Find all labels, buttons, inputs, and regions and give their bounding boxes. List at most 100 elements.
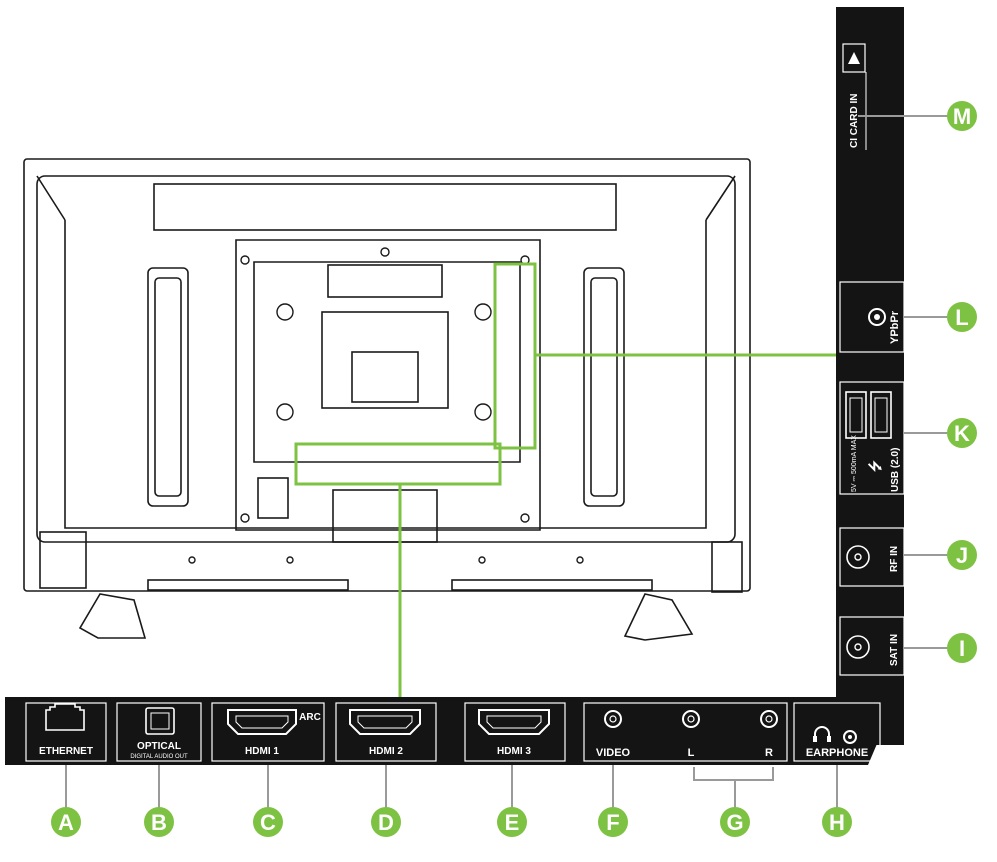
svg-text:D: D: [378, 810, 394, 835]
callout-d: D: [371, 807, 401, 837]
rf-in-jack-icon[interactable]: [846, 545, 870, 569]
rf-in-label: RF IN: [889, 546, 900, 572]
callout-l: L: [947, 302, 977, 332]
video-jack-icon[interactable]: [604, 710, 622, 728]
side-panel-body: [836, 7, 904, 745]
ypbpr-jack-icon[interactable]: [868, 308, 886, 326]
hdmi2-label: HDMI 2: [369, 746, 403, 757]
ci-card-slot[interactable]: [842, 43, 866, 73]
side-port-highlight: [493, 262, 537, 450]
bottom-port-highlight: [294, 442, 502, 486]
bottom-port-panel: ETHERNET OPTICAL DIGITAL AUDIO OUT ARC H…: [5, 697, 888, 765]
video-label: VIDEO: [596, 747, 631, 759]
usb-trident-icon: ⭍: [867, 460, 883, 472]
svg-text:K: K: [954, 421, 970, 446]
earphone-label: EARPHONE: [806, 747, 868, 759]
tv-right-bottom-vent: [451, 579, 653, 591]
callout-a: A: [51, 807, 81, 837]
svg-text:L: L: [955, 305, 968, 330]
audio-r-jack-icon[interactable]: [760, 710, 778, 728]
ypbpr-label: YPbPr: [889, 310, 901, 344]
hdmi2-box: [335, 702, 437, 762]
hdmi1-port-icon[interactable]: [227, 709, 297, 735]
ethernet-label: ETHERNET: [39, 746, 93, 757]
usb-label: USB (2.0): [890, 448, 901, 492]
svg-text:E: E: [505, 810, 520, 835]
tv-power-socket: [257, 477, 289, 519]
highlight-connectors: [294, 262, 838, 698]
svg-text:F: F: [606, 810, 619, 835]
svg-text:B: B: [151, 810, 167, 835]
svg-text:A: A: [58, 810, 74, 835]
earphone-box: [793, 702, 881, 762]
svg-text:G: G: [726, 810, 743, 835]
tv-rating-label: [321, 311, 449, 409]
tv-right-foot-block: [711, 541, 743, 593]
hdmi3-label: HDMI 3: [497, 746, 531, 757]
ci-eject-icon: [848, 52, 860, 64]
side-port-panel: CI CARD IN YPbPr 5V ⎓ 500mA MAX ⭍ USB (2…: [836, 7, 905, 745]
callout-h: H: [822, 807, 852, 837]
sat-in-label: SAT IN: [889, 634, 900, 666]
bottom-panel-body: [5, 697, 888, 765]
svg-text:M: M: [953, 104, 971, 129]
tv-mainboard-plate: [253, 261, 521, 463]
tv-power-housing: [332, 489, 438, 543]
usb-port-1[interactable]: [845, 391, 867, 439]
tv-top-vent: [153, 183, 617, 231]
hdmi3-port-icon[interactable]: [478, 709, 550, 735]
rf-in-box: [839, 527, 905, 587]
sat-in-box: [839, 616, 905, 676]
tv-left-vent: [147, 267, 189, 507]
bottom-callout-leaders: [65, 765, 838, 818]
tv-right-stand: [623, 593, 694, 641]
callout-j: J: [947, 540, 977, 570]
usb-box: [839, 381, 905, 495]
tv-corner-lines: [36, 175, 736, 221]
audio-r-label: R: [765, 747, 773, 759]
optical-sub-label: DIGITAL AUDIO OUT: [130, 754, 188, 760]
tv-outer-frame: [23, 158, 751, 592]
optical-box: [116, 702, 202, 762]
callout-c: C: [253, 807, 283, 837]
tv-left-stand: [78, 593, 147, 639]
callout-i: I: [947, 633, 977, 663]
optical-port-icon[interactable]: [145, 707, 175, 735]
audio-l-label: L: [688, 747, 695, 759]
hdmi2-port-icon[interactable]: [349, 709, 421, 735]
hdmi3-box: [464, 702, 566, 762]
headphone-icon: [814, 726, 830, 740]
av-box: [583, 702, 788, 762]
tv-right-vent-inner: [590, 277, 618, 497]
ethernet-port-icon[interactable]: [45, 703, 85, 731]
tv-left-vent-inner: [154, 277, 182, 497]
tv-rating-label-box: [351, 351, 419, 403]
callout-k: K: [947, 418, 977, 448]
usb-port-2[interactable]: [870, 391, 892, 439]
earphone-jack-icon[interactable]: [843, 730, 857, 744]
callout-m: M: [947, 101, 977, 131]
tv-screws: [188, 247, 584, 564]
tv-center-module: [235, 239, 541, 531]
tv-right-vent: [583, 267, 625, 507]
tv-top-label-plate: [327, 264, 443, 298]
svg-text:C: C: [260, 810, 276, 835]
hdmi1-arc-label: ARC: [299, 712, 321, 723]
audio-l-jack-icon[interactable]: [682, 710, 700, 728]
sat-in-jack-icon[interactable]: [846, 635, 870, 659]
callout-b: B: [144, 807, 174, 837]
svg-text:H: H: [829, 810, 845, 835]
svg-text:J: J: [956, 543, 968, 568]
tv-left-foot-block: [39, 531, 87, 589]
hdmi1-label: HDMI 1: [245, 746, 279, 757]
svg-text:I: I: [959, 636, 965, 661]
callout-g: G: [720, 807, 750, 837]
hdmi1-box: [211, 702, 325, 762]
tv-back-cover: [36, 175, 736, 543]
usb-spec-label: 5V ⎓ 500mA MAX: [851, 435, 858, 492]
optical-label: OPTICAL: [137, 741, 181, 752]
callout-f: F: [598, 807, 628, 837]
ethernet-box: [25, 702, 107, 762]
tv-rear-view: [23, 158, 751, 641]
